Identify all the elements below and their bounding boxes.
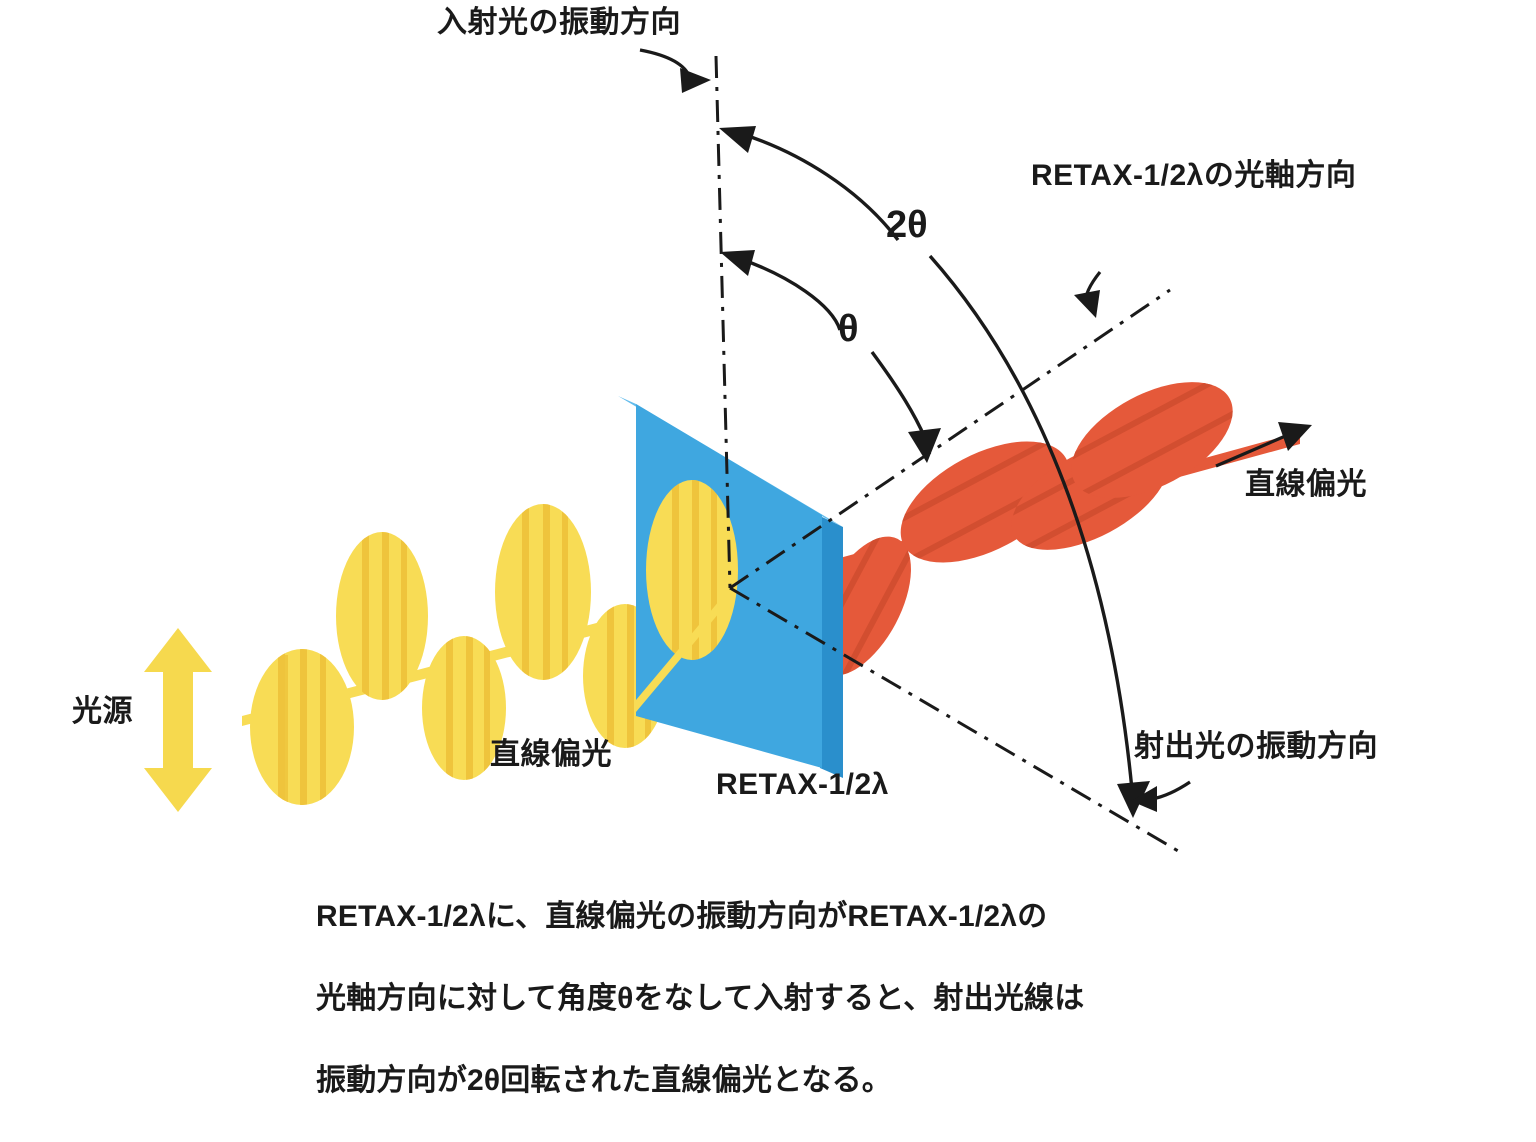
- output-beam-arrowhead: [1278, 422, 1312, 451]
- theta-label: θ: [838, 308, 859, 350]
- caption-line-2: 光軸方向に対して角度θをなして入射すると、射出光線は: [316, 982, 1085, 1015]
- output-beam-arrow: [1215, 432, 1291, 468]
- theta-arc-lower: [870, 350, 927, 439]
- output-wave-lobe: [1071, 382, 1233, 498]
- emitted-vibration-label: 射出光の振動方向: [1134, 730, 1378, 763]
- input-wave-stripes: [446, 636, 490, 780]
- light-source-label: 光源: [72, 695, 133, 728]
- theta-arc-upper: [737, 256, 842, 331]
- optical-axis-line: [729, 288, 1171, 590]
- input-wave-stripes: [278, 649, 326, 805]
- construction-lines: [714, 55, 1186, 857]
- incident-axis-line: [714, 55, 732, 589]
- two-theta-arrowhead-bottom: [1117, 781, 1150, 818]
- two-theta-arrowhead-top: [719, 126, 756, 153]
- incident-vibration-label: 入射光の振動方向: [437, 6, 681, 39]
- linear-polarization-in-label: 直線偏光: [490, 738, 612, 771]
- two-theta-arc-group: [738, 131, 1134, 791]
- input-wave-stripes: [362, 532, 407, 700]
- incident-callout-arrowhead: [680, 68, 711, 93]
- input-wave-inside-plate: [636, 480, 738, 712]
- input-wave-stripes: [522, 504, 568, 680]
- two-theta-label: 2θ: [886, 204, 928, 246]
- figure-caption: RETAX-1/2λに、直線偏光の振動方向がRETAX-1/2λの 光軸方向に対…: [316, 855, 1316, 1142]
- two-theta-arc-upper: [738, 131, 900, 242]
- theta-arrowhead-bottom: [908, 428, 941, 463]
- figure-canvas: 入射光の振動方向 RETAX-1/2λの光軸方向 2θ θ 直線偏光 射出光の振…: [72, 6, 1378, 1097]
- output-wave-lobe: [900, 441, 1070, 563]
- plate-name-label: RETAX-1/2λ: [716, 768, 889, 801]
- optics-diagram-svg: [144, 48, 1312, 857]
- plate-side-face: [820, 516, 843, 778]
- optical-axis-label: RETAX-1/2λの光軸方向: [1031, 159, 1357, 192]
- emitted-callout-arrowhead: [1131, 786, 1157, 812]
- light-source-arrow: [144, 628, 212, 812]
- caption-line-1: RETAX-1/2λに、直線偏光の振動方向がRETAX-1/2λの: [316, 900, 1048, 933]
- linear-polarization-out-label: 直線偏光: [1245, 468, 1367, 501]
- caption-line-3: 振動方向が2θ回転された直線偏光となる。: [316, 1064, 892, 1097]
- optical-axis-callout-arrowhead: [1074, 290, 1100, 318]
- two-theta-arc-lower: [928, 254, 1134, 791]
- theta-arrowhead-top: [720, 250, 755, 276]
- theta-arc-group: [737, 256, 927, 439]
- emitted-callout-arrow: [1151, 780, 1191, 801]
